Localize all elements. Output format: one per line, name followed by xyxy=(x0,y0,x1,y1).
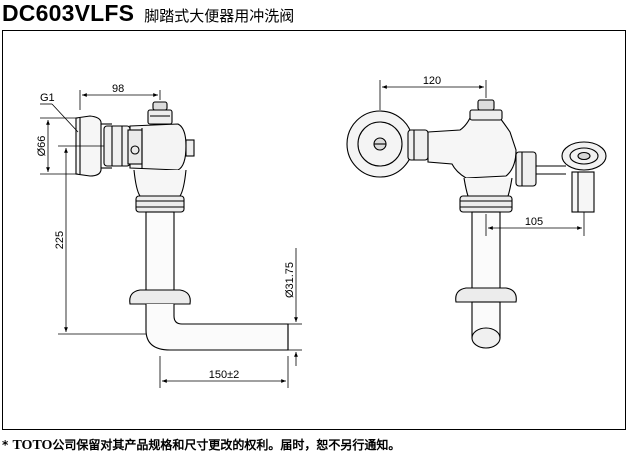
product-subtitle: 脚踏式大便器用冲洗阀 xyxy=(144,7,295,25)
title-bar: DC603VLFS 脚踏式大便器用冲洗阀 xyxy=(2,0,294,30)
asterisk-mark: * xyxy=(2,438,9,452)
front-view xyxy=(75,101,289,351)
side-view xyxy=(346,99,607,349)
model-number: DC603VLFS xyxy=(2,0,135,26)
drawing-frame xyxy=(2,30,626,430)
brand-name: TOTO xyxy=(12,438,53,453)
dim-225-label: 225 xyxy=(54,231,66,249)
side-view-dimensions xyxy=(379,80,585,236)
dim-3175-label: Ø31.75 xyxy=(284,262,296,298)
dim-150-label: 150±2 xyxy=(209,369,240,381)
footer-note: * TOTO公司保留对其产品规格和尺寸更改的权利。届时，恕不另行通知。 xyxy=(2,436,400,454)
front-view-dimensions xyxy=(40,90,302,388)
dim-120-label: 120 xyxy=(423,75,441,87)
dim-105-label: 105 xyxy=(525,216,543,228)
dim-g1-label: G1 xyxy=(40,92,55,104)
disclaimer-text: 公司保留对其产品规格和尺寸更改的权利。届时，恕不另行通知。 xyxy=(52,438,401,452)
dim-98-label: 98 xyxy=(112,83,124,95)
dim-66-label: Ø66 xyxy=(36,136,48,157)
